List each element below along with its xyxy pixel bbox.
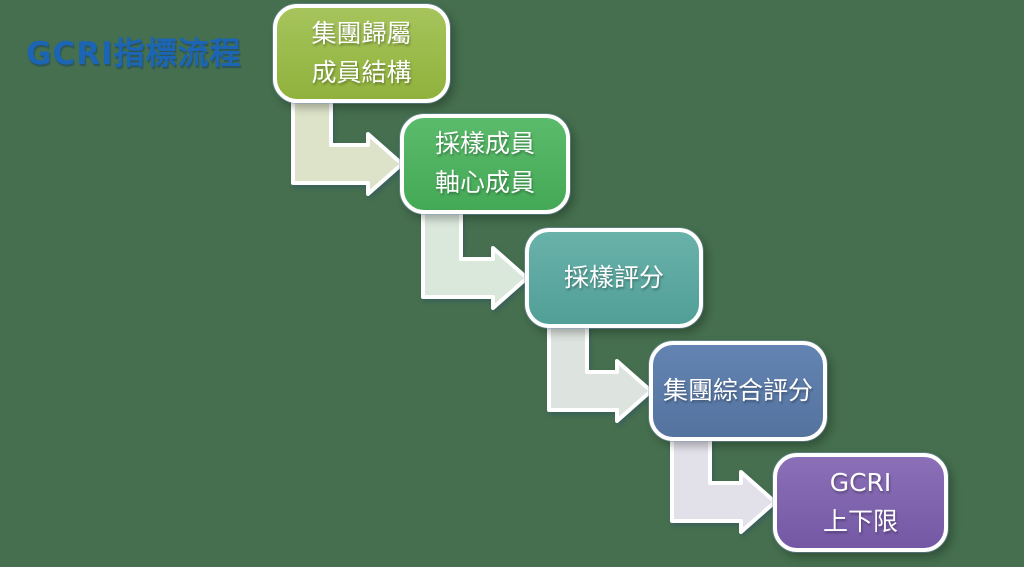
step-label-4: 集團綜合評分 xyxy=(662,375,813,405)
step-label-1: 集團歸屬 成員結構 xyxy=(311,18,412,87)
elbow-arrow-icon xyxy=(421,208,529,310)
step-label-2: 採樣成員 軸心成員 xyxy=(434,129,535,197)
step-label-3: 採樣評分 xyxy=(563,262,664,292)
flow-arrow-2 xyxy=(421,208,529,310)
step-box-3: 採樣評分 xyxy=(525,228,703,328)
flow-arrow-1 xyxy=(291,96,404,196)
step-box-1: 集團歸屬 成員結構 xyxy=(273,4,450,103)
diagram-title: GCRI指標流程 xyxy=(26,36,242,72)
flow-arrow-4 xyxy=(670,435,777,534)
elbow-arrow-icon xyxy=(670,435,777,534)
step-box-5: GCRI 上下限 xyxy=(773,453,948,552)
flow-arrow-3 xyxy=(547,322,653,423)
step-label-5: GCRI 上下限 xyxy=(822,467,898,536)
elbow-arrow-icon xyxy=(291,96,404,196)
step-box-2: 採樣成員 軸心成員 xyxy=(400,114,570,214)
elbow-arrow-icon xyxy=(547,322,653,423)
step-box-4: 集團綜合評分 xyxy=(649,341,827,441)
